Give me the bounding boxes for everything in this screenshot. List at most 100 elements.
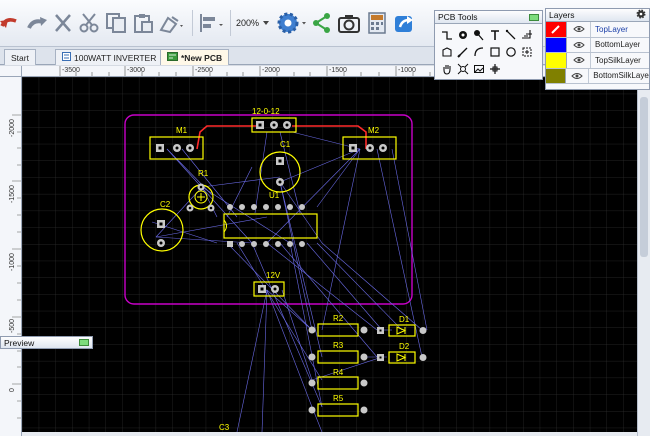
origin-tool-icon[interactable] [487, 60, 503, 77]
pcb-icon [167, 52, 178, 63]
component-c1[interactable]: C1 [259, 140, 301, 193]
label-12-0-12: 12-0-12 [252, 107, 280, 116]
label-c2: C2 [160, 200, 171, 209]
eye-icon[interactable] [567, 22, 591, 37]
layer-row-toplayer[interactable]: TopLayer [546, 22, 649, 38]
cut-icon[interactable] [77, 8, 101, 38]
text-tool-icon[interactable] [487, 26, 503, 43]
export-icon[interactable] [392, 8, 418, 38]
label-r4: R4 [333, 368, 344, 377]
pcb-drawing[interactable]: 12-0-12 M1 M2 [22, 77, 637, 432]
layers-panel: Layers TopLayer BottomLayer TopSilkLayer… [545, 8, 650, 90]
polygon-tool-icon[interactable] [439, 43, 455, 60]
board-outline[interactable] [124, 114, 413, 305]
gear-icon[interactable] [636, 9, 646, 21]
hand-tool-icon[interactable] [439, 60, 455, 77]
label-r1: R1 [198, 169, 209, 178]
via-tool-icon[interactable] [455, 26, 471, 43]
component-d1[interactable]: D1 [377, 315, 427, 337]
layer-name: TopLayer [595, 24, 628, 34]
ruler-label: -2500 [195, 67, 213, 74]
circle-tool-icon[interactable] [503, 43, 519, 60]
ruler-label: -2000 [9, 119, 16, 137]
minimize-button[interactable] [529, 13, 539, 21]
layer-color-swatch[interactable] [546, 22, 567, 37]
layer-color-swatch[interactable] [546, 68, 567, 83]
connector-12-0-12[interactable]: 12-0-12 [251, 107, 297, 133]
vertical-scrollbar[interactable] [637, 77, 650, 436]
pcb-canvas[interactable]: 12-0-12 M1 M2 [22, 77, 637, 432]
component-m1[interactable]: M1 [149, 126, 204, 160]
component-r1[interactable]: R1 [186, 169, 215, 212]
horizontal-ruler: -3500 -3000 -2500 -2000 -1500 -1000 [22, 66, 650, 77]
panel-title: Preview [4, 337, 35, 348]
pad-tool-icon[interactable] [471, 26, 487, 43]
dimension-tool-icon[interactable] [519, 26, 535, 43]
share-icon[interactable] [310, 8, 334, 38]
image-tool-icon[interactable] [519, 43, 535, 60]
vertical-ruler: -2000 -1500 -1000 -500 0 [0, 77, 22, 436]
ruler-label: -1000 [398, 67, 416, 74]
eye-icon[interactable] [567, 37, 591, 52]
horizontal-ruler-ticks [59, 66, 431, 76]
arc-tool-icon[interactable] [471, 43, 487, 60]
tab-new-pcb[interactable]: *New PCB [160, 49, 230, 65]
component-r4[interactable]: R4 [308, 368, 368, 390]
layer-name: BottomSilkLayer [593, 71, 649, 81]
copy-icon[interactable] [104, 8, 128, 38]
eye-icon[interactable] [566, 68, 590, 83]
paint-icon[interactable] [157, 8, 187, 38]
tab-label: *New PCB [181, 52, 223, 63]
undo-icon[interactable] [0, 8, 22, 38]
component-d2[interactable]: D2 [377, 342, 427, 364]
layer-row-bottomsilklayer[interactable]: BottomSilkLayer [546, 68, 649, 84]
horizontal-scrollbar[interactable] [22, 432, 637, 436]
layer-name: BottomLayer [595, 40, 641, 50]
component-r3[interactable]: R3 [308, 341, 368, 364]
layers-header[interactable]: Layers [546, 9, 649, 22]
label-d2: D2 [399, 342, 410, 351]
ruler-label: -500 [9, 318, 16, 333]
scrollbar-thumb[interactable] [640, 97, 648, 257]
track-tool-icon[interactable] [439, 26, 455, 43]
delete-icon[interactable] [52, 8, 74, 38]
calculator-icon[interactable] [364, 8, 390, 38]
layer-color-swatch[interactable] [546, 37, 567, 52]
ruler-label: -1000 [9, 253, 16, 271]
component-c2[interactable]: C2 [140, 200, 184, 252]
component-u1[interactable]: U1 [223, 191, 318, 247]
vertical-ruler-ticks [12, 114, 21, 419]
layer-row-bottomlayer[interactable]: BottomLayer [546, 37, 649, 53]
component-r2[interactable]: R2 [308, 314, 368, 337]
image-insert-icon[interactable] [471, 60, 487, 77]
preview-header[interactable]: Preview [1, 337, 92, 348]
camera-icon[interactable] [336, 8, 362, 38]
component-r5[interactable]: R5 [308, 394, 368, 417]
redo-icon[interactable] [24, 8, 50, 38]
label-c3: C3 [219, 423, 230, 432]
grid [22, 77, 637, 432]
gear-icon[interactable] [274, 8, 308, 38]
minimize-button[interactable] [79, 339, 89, 346]
zoom-dropdown[interactable]: 200% [236, 18, 260, 28]
layer-color-swatch[interactable] [546, 53, 567, 68]
rectangle-tool-icon[interactable] [487, 43, 503, 60]
ruler-corner [0, 66, 22, 77]
tab-start[interactable]: Start [4, 49, 36, 65]
panel-title: PCB Tools [438, 12, 478, 22]
align-icon[interactable] [197, 8, 227, 38]
pen-tool-icon[interactable] [455, 43, 471, 60]
label-u1: U1 [269, 191, 280, 200]
select-tool-icon[interactable] [455, 60, 471, 77]
connector-12v[interactable]: 12V [253, 271, 285, 297]
tab-100watt-inverter[interactable]: 100WATT INVERTER [55, 49, 164, 65]
eye-icon[interactable] [567, 53, 591, 68]
paste-icon[interactable] [131, 8, 155, 38]
label-r5: R5 [333, 394, 344, 403]
layer-row-topsilklayer[interactable]: TopSilkLayer [546, 53, 649, 69]
line-tool-icon[interactable] [503, 26, 519, 43]
chevron-down-icon[interactable] [262, 8, 270, 38]
pcb-tools-header[interactable]: PCB Tools [435, 11, 542, 24]
component-m2[interactable]: M2 [342, 126, 397, 160]
